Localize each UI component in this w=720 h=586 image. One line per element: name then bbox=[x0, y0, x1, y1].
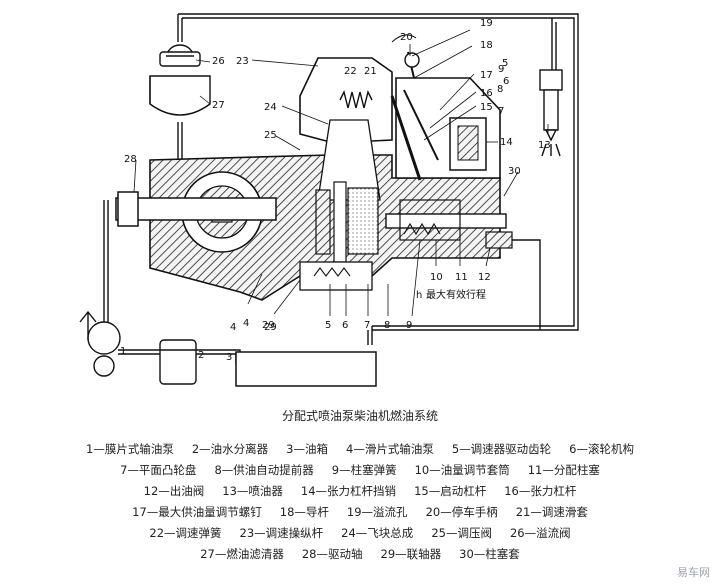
legend-item: 20—停车手柄 bbox=[425, 504, 498, 519]
part-label: 24 bbox=[264, 102, 277, 113]
legend: 1—膜片式输油泵 2—油水分离器 3—油箱 4—滑片式输油泵 5—调速器驱动齿轮 6—滚轮… bbox=[0, 438, 720, 564]
part-label: 29 bbox=[262, 320, 275, 331]
part-label: 17 bbox=[480, 70, 493, 81]
part-label: 28 bbox=[124, 154, 137, 165]
part-label: 2 bbox=[198, 350, 204, 361]
legend-item: 29—联轴器 bbox=[380, 546, 442, 561]
legend-item: 14—张力杠杆挡销 bbox=[300, 483, 397, 498]
part-label: 14 bbox=[500, 137, 513, 148]
part-label: 23 bbox=[236, 56, 249, 67]
part-label: 9 bbox=[406, 320, 412, 331]
part-label: 7 bbox=[364, 320, 370, 331]
part-label: 8 bbox=[497, 84, 503, 95]
part-label: 8 bbox=[384, 320, 390, 331]
part-label: 1 bbox=[120, 346, 126, 357]
legend-item: 12—出油阀 bbox=[143, 483, 205, 498]
legend-item: 21—调速滑套 bbox=[515, 504, 588, 519]
part-label: 13 bbox=[538, 140, 551, 151]
part-label: 5 bbox=[502, 58, 508, 69]
legend-item: 3—油箱 bbox=[286, 441, 328, 456]
injector bbox=[539, 69, 563, 157]
part-label: 3 bbox=[226, 352, 232, 363]
legend-item: 11—分配柱塞 bbox=[527, 462, 600, 477]
legend-item: 18—导杆 bbox=[279, 504, 329, 519]
part-label: 21 bbox=[364, 66, 377, 77]
part-label: 4 bbox=[243, 318, 249, 329]
stroke-note: h 最大有效行程 bbox=[416, 288, 486, 301]
part-label: 11 bbox=[455, 272, 468, 283]
legend-item: 13—喷油器 bbox=[222, 483, 283, 498]
part-label: 4 bbox=[230, 322, 236, 333]
part-label: 5 bbox=[325, 320, 331, 331]
legend-row: 12—出油阀 13—喷油器 14—张力杠杆挡销 15—启动杠杆 16—张力杠杆 bbox=[0, 480, 720, 501]
stroke-note-text: 最大有效行程 bbox=[426, 288, 486, 301]
part-label: 6 bbox=[342, 320, 348, 331]
legend-item: 30—柱塞套 bbox=[459, 546, 520, 561]
fuel-filter bbox=[149, 44, 211, 116]
part-label: 27 bbox=[212, 100, 225, 111]
legend-item: 9—柱塞弹簧 bbox=[331, 462, 397, 477]
legend-row: 22—调速弹簧 23—调速操纵杆 24—飞块总成 25—调压阀 26—溢流阀 bbox=[0, 522, 720, 543]
fuel-tank bbox=[235, 351, 377, 387]
legend-item: 19—溢流孔 bbox=[346, 504, 408, 519]
part-label: 15 bbox=[480, 102, 493, 113]
part-label: 9 bbox=[498, 64, 504, 75]
part-label: 19 bbox=[480, 18, 493, 29]
legend-row: 17—最大供油量调节螺钉 18—导杆 19—溢流孔 20—停车手柄 21—调速滑套 bbox=[0, 501, 720, 522]
legend-item: 8—供油自动提前器 bbox=[214, 462, 314, 477]
legend-item: 10—油量调节套筒 bbox=[414, 462, 510, 477]
legend-row: 1—膜片式输油泵 2—油水分离器 3—油箱 4—滑片式输油泵 5—调速器驱动齿轮 6—滚轮… bbox=[0, 438, 720, 459]
legend-item: 25—调压阀 bbox=[431, 525, 492, 540]
diaphragm-pump bbox=[79, 310, 121, 377]
part-label: 25 bbox=[264, 130, 277, 141]
stroke-note-prefix: h bbox=[416, 290, 422, 301]
legend-row: 27—燃油滤清器 28—驱动轴 29—联轴器 30—柱塞套 bbox=[0, 543, 720, 564]
part-label: 12 bbox=[478, 272, 491, 283]
part-label: 6 bbox=[503, 76, 509, 87]
part-label: 16 bbox=[480, 88, 493, 99]
part-label: 18 bbox=[480, 40, 493, 51]
part-label: 22 bbox=[344, 66, 357, 77]
legend-item: 2—油水分离器 bbox=[191, 441, 269, 456]
water-separator bbox=[159, 339, 197, 385]
legend-item: 5—调速器驱动齿轮 bbox=[451, 441, 552, 456]
part-labels: 1 2 3 4 5 6 7 8 9 10 11 12 13 14 15 16 1… bbox=[120, 18, 551, 363]
legend-item: 27—燃油滤清器 bbox=[200, 546, 284, 561]
part-label: 30 bbox=[508, 166, 521, 177]
part-label: 20 bbox=[400, 32, 413, 43]
watermark: 易车网 bbox=[677, 566, 710, 579]
figure-caption: 分配式喷油泵柴油机燃油系统 bbox=[281, 409, 438, 423]
leader-lines bbox=[133, 29, 549, 317]
legend-item: 1—膜片式输油泵 bbox=[86, 441, 174, 456]
legend-item: 23—调速操纵杆 bbox=[239, 525, 324, 540]
legend-item: 7—平面凸轮盘 bbox=[120, 462, 197, 477]
part-label: 10 bbox=[430, 272, 443, 283]
legend-item: 16—张力杠杆 bbox=[504, 483, 577, 498]
part-label: 26 bbox=[212, 56, 225, 67]
legend-item: 17—最大供油量调节螺钉 bbox=[132, 504, 262, 519]
part-label: 29 bbox=[264, 322, 277, 333]
pump-body bbox=[115, 51, 513, 301]
legend-row: 7—平面凸轮盘 8—供油自动提前器 9—柱塞弹簧 10—油量调节套筒 11—分配柱塞 bbox=[0, 459, 720, 480]
legend-item: 4—滑片式输油泵 bbox=[346, 441, 434, 456]
legend-item: 28—驱动轴 bbox=[301, 546, 363, 561]
legend-item: 15—启动杠杆 bbox=[414, 483, 487, 498]
legend-item: 24—飞块总成 bbox=[341, 525, 414, 540]
legend-item: 22—调速弹簧 bbox=[149, 525, 222, 540]
part-label: 7 bbox=[498, 106, 504, 117]
legend-item: 26—溢流阀 bbox=[509, 525, 571, 540]
legend-item: 6—滚轮机构 bbox=[569, 441, 634, 456]
fuel-system-diagram: 1 2 3 4 5 6 7 8 9 10 11 12 13 14 15 16 1… bbox=[79, 13, 579, 387]
